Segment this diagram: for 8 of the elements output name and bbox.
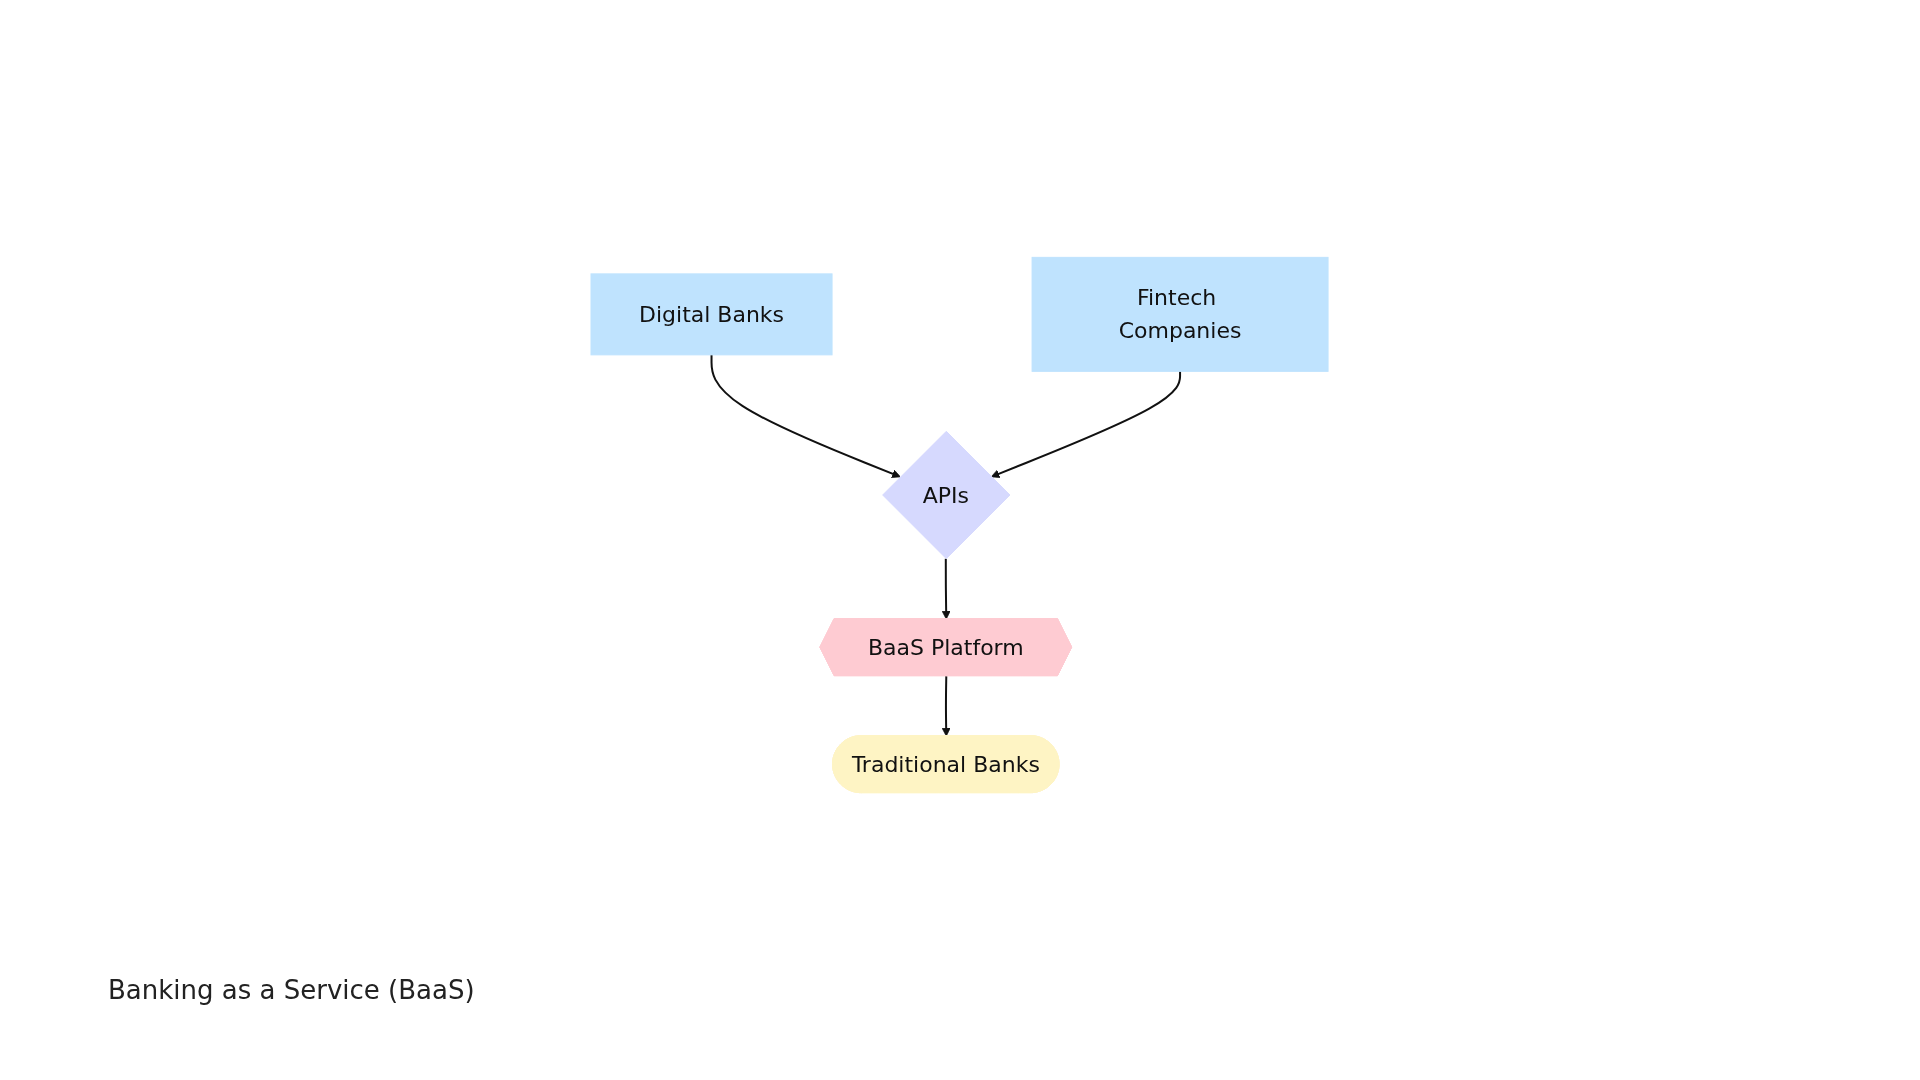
caption: Banking as a Service (BaaS) [108, 975, 475, 1005]
arrow [991, 370, 1182, 478]
node-box: Digital Banks [590, 273, 834, 356]
arrow [942, 675, 952, 737]
arrow [942, 557, 952, 620]
node-box: Fintech Companies [1032, 256, 1330, 372]
node-diamond: APIs [882, 430, 1011, 560]
arrow [711, 353, 902, 478]
